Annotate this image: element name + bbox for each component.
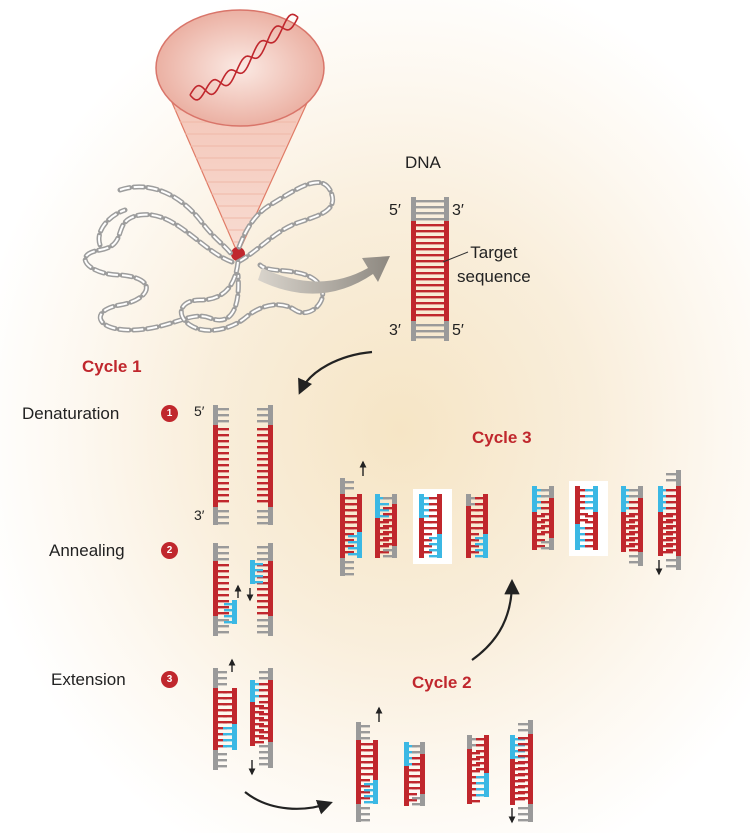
end-label-5prime-bottom: 5′	[452, 322, 464, 339]
cycle-3-highlight-2	[569, 481, 608, 556]
arrow-to-cycle-1	[298, 350, 373, 395]
end-label-3prime-top: 3′	[452, 202, 464, 219]
target-leader-line	[442, 251, 469, 263]
dna-helix-coil	[189, 13, 299, 101]
cycle-3-strands	[340, 460, 681, 576]
zoom-arrow	[258, 256, 390, 294]
cycle-3-highlight-1	[413, 489, 452, 564]
end-label-3prime-bottom: 3′	[389, 322, 401, 339]
dna-label: DNA	[405, 153, 441, 172]
arrow-to-cycle-2	[244, 791, 333, 815]
cycle-1-strands	[213, 405, 273, 776]
dna-target-duplex	[411, 197, 469, 341]
step-denaturation-label: Denaturation	[22, 404, 120, 423]
step-3-badge: 3	[161, 671, 178, 688]
target-sequence-label: Target sequence	[457, 243, 531, 286]
cycle-1-label: Cycle 1	[82, 357, 142, 376]
step-extension-label: Extension	[51, 670, 126, 689]
step-annealing-label: Annealing	[49, 541, 125, 560]
cycle-2-label: Cycle 2	[412, 673, 472, 692]
cycle-3-label: Cycle 3	[472, 428, 532, 447]
arrow-to-cycle-3	[471, 578, 520, 661]
end-label-5prime-top: 5′	[389, 202, 401, 219]
denaturation-3prime-label: 3′	[194, 507, 205, 523]
denaturation-5prime-label: 5′	[194, 403, 205, 419]
chromosome-dashed	[82, 180, 336, 333]
step-2-badge: 2	[161, 542, 178, 559]
step-1-badge: 1	[161, 405, 178, 422]
zoom-lens	[155, 9, 325, 127]
cycle-2-strands	[356, 720, 533, 822]
